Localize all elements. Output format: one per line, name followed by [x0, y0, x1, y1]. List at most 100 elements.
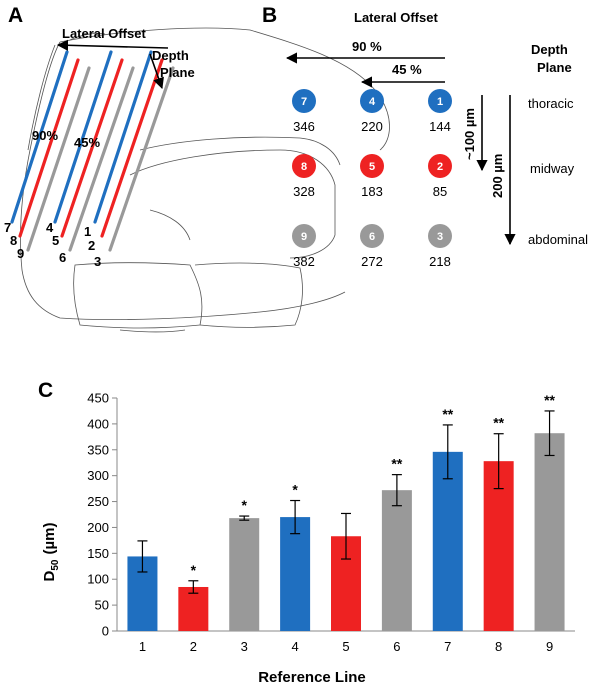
y-tick-label: 200: [87, 520, 109, 535]
dot-value-8: 328: [293, 184, 315, 199]
depth-200-label: 200 µm: [490, 154, 505, 198]
dot-5: [360, 154, 384, 178]
ref-line-2: [100, 58, 164, 238]
lateral-offset-label-b: Lateral Offset: [354, 10, 438, 25]
dot-value-1: 144: [429, 119, 451, 134]
ref-line-8: [18, 58, 80, 238]
significance-marker-2: *: [191, 562, 197, 578]
pct-90-label-b: 90 %: [352, 39, 382, 54]
y-tick-label: 300: [87, 468, 109, 483]
y-tick-label: 50: [95, 598, 109, 613]
x-tick-label-8: 8: [495, 639, 502, 654]
dot-value-6: 272: [361, 254, 383, 269]
plane-thoracic-label: thoracic: [528, 96, 574, 111]
dot-label-8: 8: [301, 161, 307, 173]
panel-b: B Lateral Offset 90 % 45 % Depth Plane ~…: [262, 4, 588, 269]
dot-label-7: 7: [301, 96, 307, 108]
depth-label-a: Depth: [152, 48, 189, 63]
dot-label-1: 1: [437, 96, 443, 108]
x-tick-label-2: 2: [190, 639, 197, 654]
bar-4: [280, 517, 311, 631]
depth-plane-arrow-a: [149, 53, 164, 90]
bar-6: [381, 490, 412, 631]
x-tick-label-3: 3: [241, 639, 248, 654]
line-number-4: 4: [46, 220, 54, 235]
x-tick-label-1: 1: [139, 639, 146, 654]
x-axis-title: Reference Line: [258, 669, 366, 686]
dot-3: [428, 224, 452, 248]
dot-4: [360, 89, 384, 113]
x-tick-label-9: 9: [546, 639, 553, 654]
line-number-9: 9: [17, 246, 24, 261]
y-tick-label: 0: [102, 624, 109, 639]
ref-line-9: [26, 66, 91, 252]
y-tick-label: 350: [87, 442, 109, 457]
bar-2: [178, 586, 209, 631]
bar-9: [534, 433, 565, 631]
reference-lines-a: [10, 50, 175, 252]
dot-label-3: 3: [437, 231, 443, 243]
significance-marker-8: **: [493, 415, 504, 431]
bar-7: [432, 451, 463, 631]
bar-8: [483, 461, 514, 631]
tissue-outline: [20, 27, 390, 333]
significance-marker-9: **: [544, 392, 555, 408]
y-tick-label: 450: [87, 391, 109, 406]
dot-value-7: 346: [293, 119, 315, 134]
ref-line-1: [93, 50, 153, 224]
dot-label-5: 5: [369, 161, 375, 173]
depth-100-label: ~100 µm: [462, 108, 477, 160]
pct-45-label-a: 45%: [74, 135, 100, 150]
ref-line-3: [108, 66, 175, 252]
dot-value-4: 220: [361, 119, 383, 134]
y-tick-label: 150: [87, 546, 109, 561]
x-tick-label-4: 4: [291, 639, 298, 654]
dot-7: [292, 89, 316, 113]
dot-value-2: 85: [433, 184, 447, 199]
line-number-7: 7: [4, 220, 11, 235]
line-number-5: 5: [52, 233, 59, 248]
line-number-6: 6: [59, 250, 66, 265]
x-tick-label-6: 6: [393, 639, 400, 654]
dot-label-2: 2: [437, 161, 443, 173]
plane-midway-label: midway: [530, 161, 575, 176]
y-tick-label: 400: [87, 416, 109, 431]
panel-c-letter: C: [38, 379, 53, 402]
dot-label-6: 6: [369, 231, 375, 243]
ref-line-5: [60, 58, 124, 238]
line-number-3: 3: [94, 254, 101, 269]
x-tick-label-5: 5: [342, 639, 349, 654]
dot-label-4: 4: [369, 96, 376, 108]
dot-label-9: 9: [301, 231, 307, 243]
plane-abdominal-label: abdominal: [528, 232, 588, 247]
line-number-2: 2: [88, 238, 95, 253]
dot-9: [292, 224, 316, 248]
bar-3: [229, 518, 260, 631]
significance-marker-3: *: [241, 497, 247, 513]
plane-label-a: Plane: [160, 65, 195, 80]
lateral-offset-label-a: Lateral Offset: [62, 26, 146, 41]
ref-line-4: [53, 50, 113, 224]
dot-value-9: 382: [293, 254, 315, 269]
significance-marker-4: *: [292, 482, 298, 498]
line-number-1: 1: [84, 224, 91, 239]
x-tick-label-7: 7: [444, 639, 451, 654]
significance-marker-7: **: [442, 406, 453, 422]
y-tick-label: 250: [87, 494, 109, 509]
panel-a: A Lateral Offs: [4, 4, 390, 333]
ref-line-6: [68, 66, 135, 252]
dot-1: [428, 89, 452, 113]
depth-label-b: Depth: [531, 42, 568, 57]
dot-8: [292, 154, 316, 178]
lateral-offset-arrow-a: [56, 39, 169, 51]
dot-2: [428, 154, 452, 178]
dot-value-5: 183: [361, 184, 383, 199]
panel-a-letter: A: [8, 4, 23, 27]
panel-b-letter: B: [262, 4, 277, 27]
pct-90-label-a: 90%: [32, 128, 58, 143]
significance-marker-6: **: [391, 456, 402, 472]
plane-label-b: Plane: [537, 60, 572, 75]
